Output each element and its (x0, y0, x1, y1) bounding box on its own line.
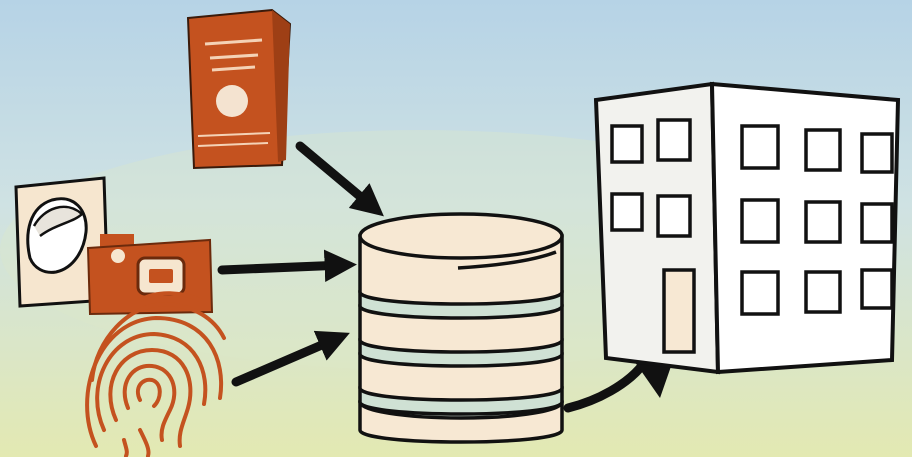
passport-icon (188, 10, 290, 168)
database-icon (360, 214, 562, 442)
camera-icon (88, 234, 212, 314)
office-building-icon (596, 84, 898, 372)
arrow-camera-to-database (222, 265, 344, 270)
